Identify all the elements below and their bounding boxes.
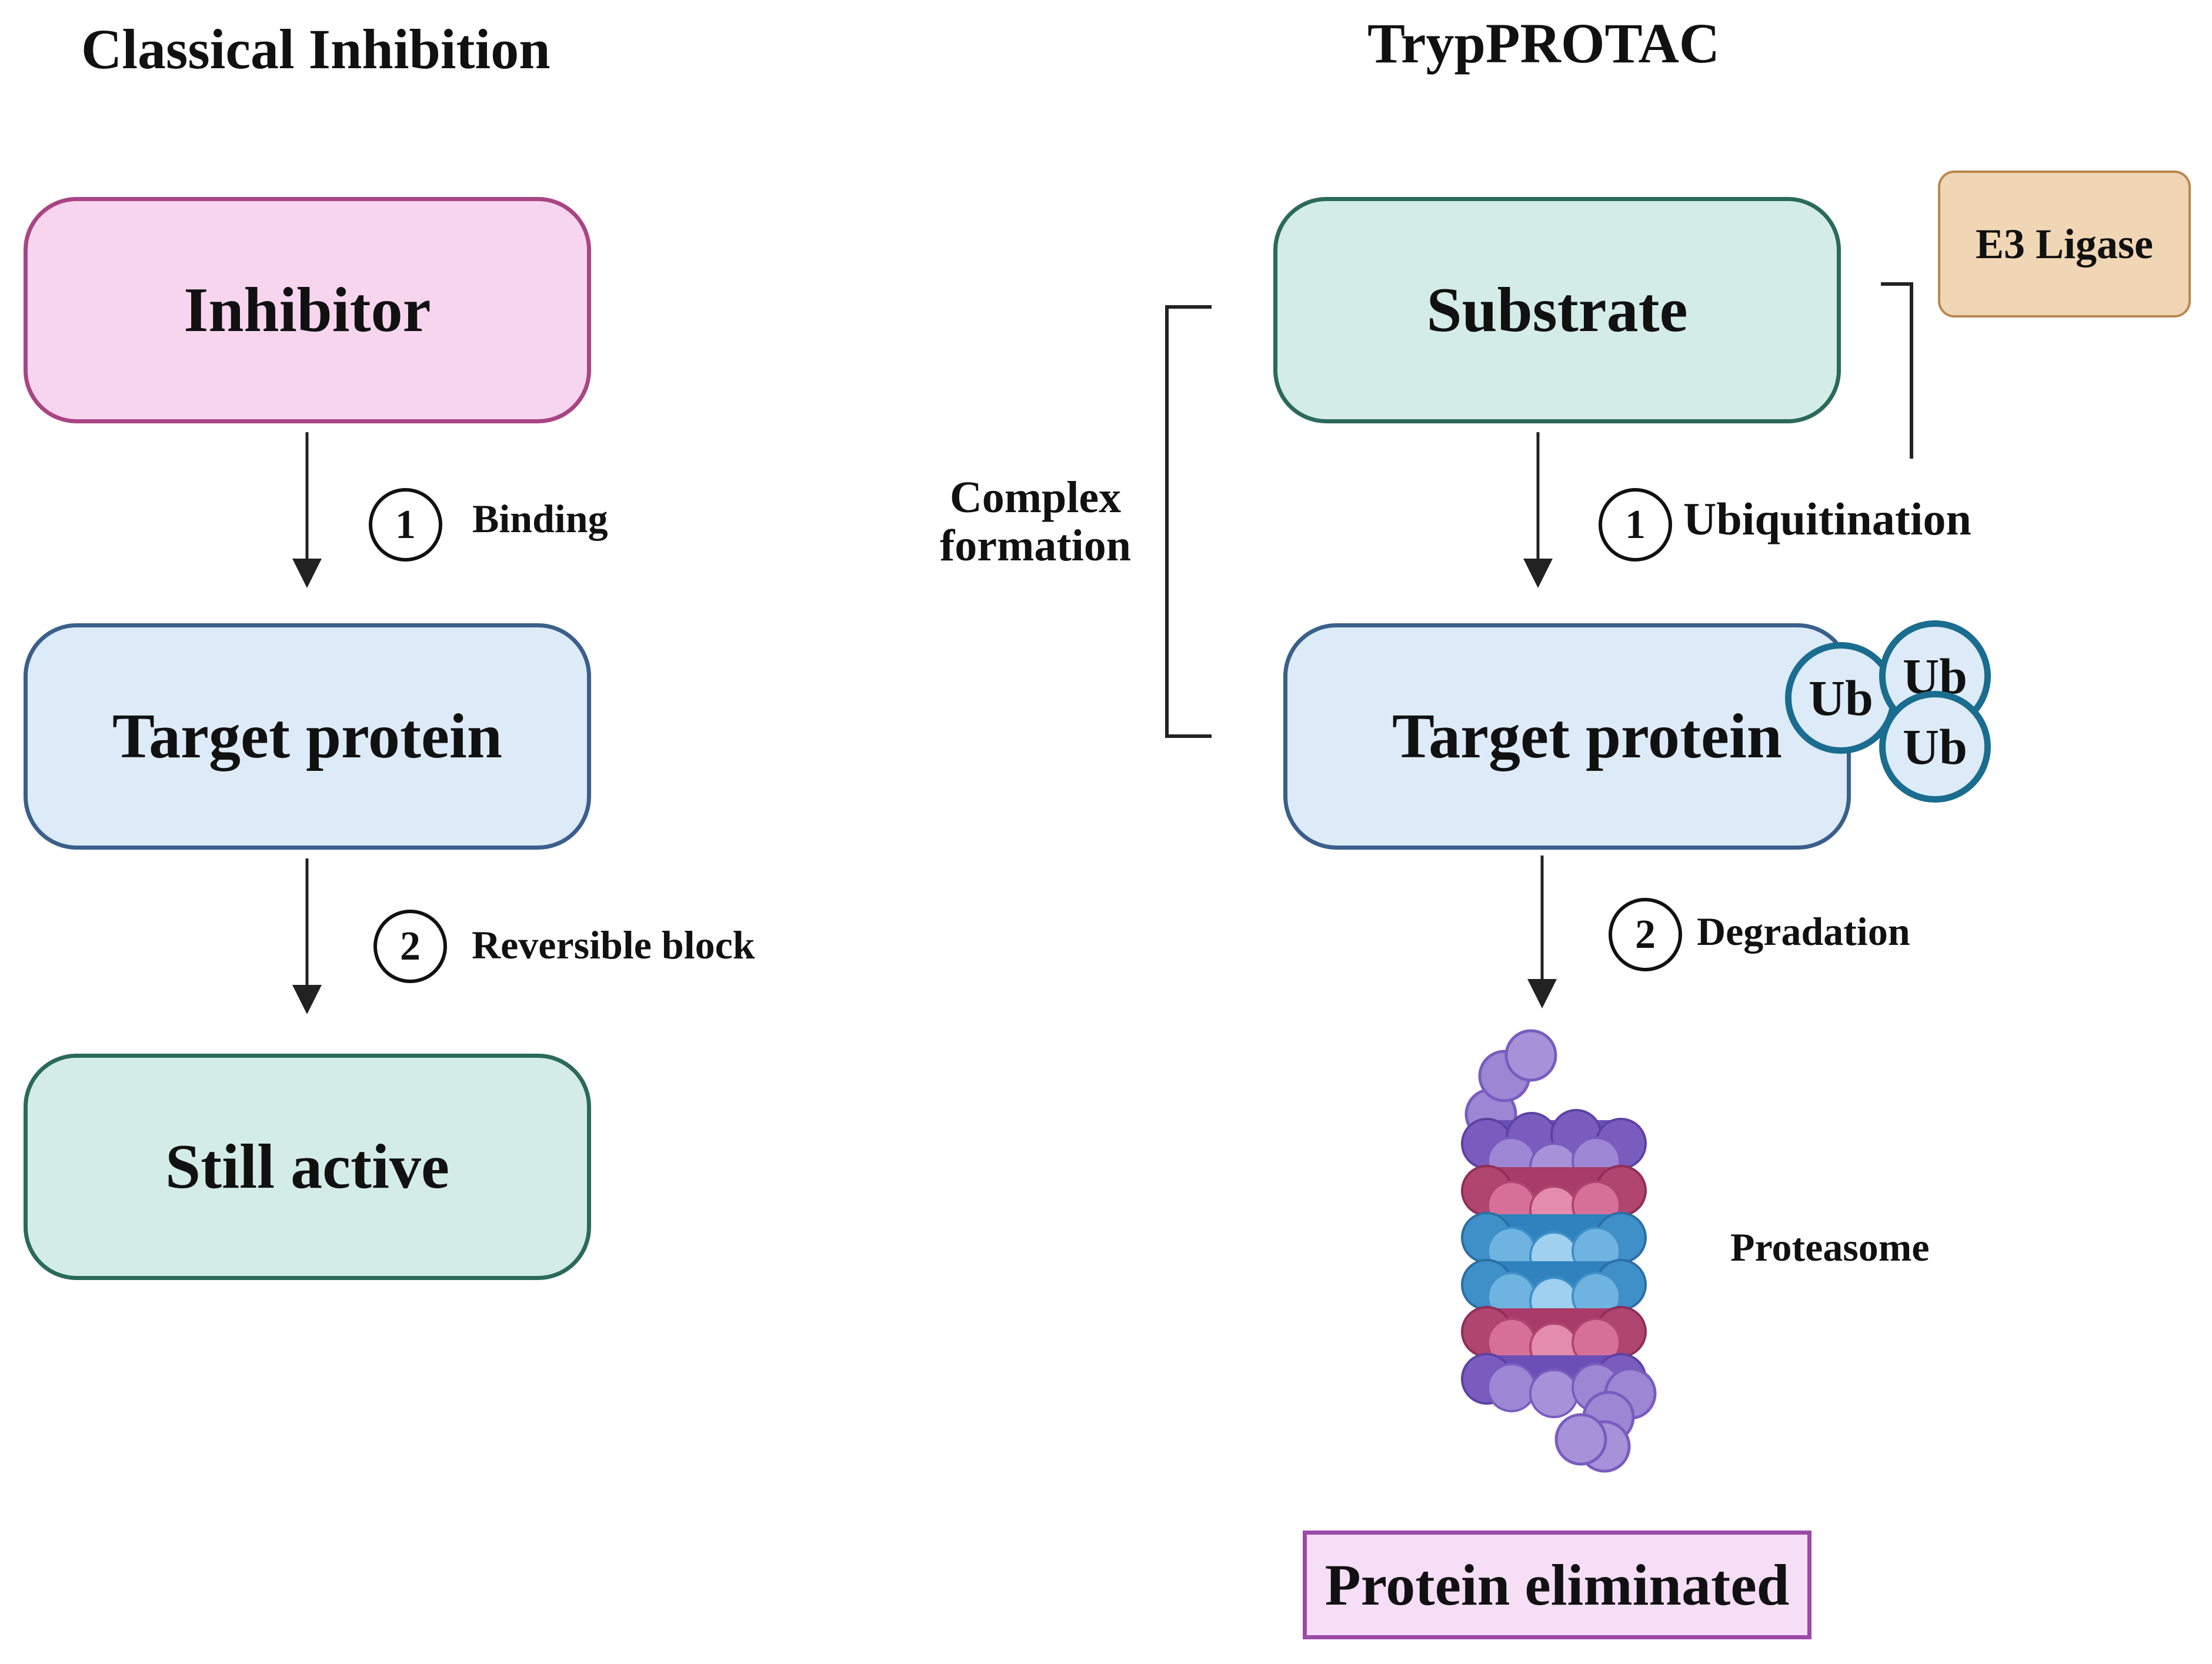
inhibitor-label: Inhibitor [184,275,431,345]
left-target-protein-box: Target protein [24,623,591,850]
step-2-circle-left: 2 [373,910,447,983]
ubiquitin-tag: Ub [1785,642,1897,754]
classical-inhibition-title: Classical Inhibition [81,18,551,81]
complex-bracket [1165,305,1212,738]
proteasome-tail-bottom [1554,1367,1657,1473]
binding-label: Binding [472,496,608,541]
degradation-label: Degradation [1697,909,1910,954]
complex-formation-line-1: Complex [949,473,1122,522]
step-1-circle-left: 1 [369,488,442,562]
protein-eliminated-box: Protein eliminated [1303,1531,1811,1639]
step-1-circle-right: 1 [1599,488,1672,562]
substrate-box: Substrate [1273,197,1841,423]
right-target-protein-box: Target protein [1283,623,1851,850]
proteasome-label: Proteasome [1730,1225,1930,1269]
e3-ligase-label: E3 Ligase [1975,220,2154,268]
still-active-box: Still active [24,1054,591,1280]
inhibitor-box: Inhibitor [24,197,591,423]
ubiquitin-tag: Ub [1879,691,1991,803]
complex-formation-label: Complex formation [940,473,1131,570]
step-2-circle-right: 2 [1609,898,1682,971]
still-active-label: Still active [165,1131,449,1202]
right-target-protein-label: Target protein [1392,701,1782,771]
complex-formation-line-2: formation [940,521,1132,570]
left-target-protein-label: Target protein [112,701,502,771]
e3-bracket [1881,282,1913,459]
protein-eliminated-label: Protein eliminated [1324,1552,1790,1618]
reversible-block-label: Reversible block [472,923,755,967]
e3-ligase-box: E3 Ligase [1938,171,2191,318]
tryp-protac-title: TrypPROTAC [1367,12,1720,75]
ubiquitination-label: Ubiquitination [1683,493,1971,544]
substrate-label: Substrate [1426,275,1688,345]
